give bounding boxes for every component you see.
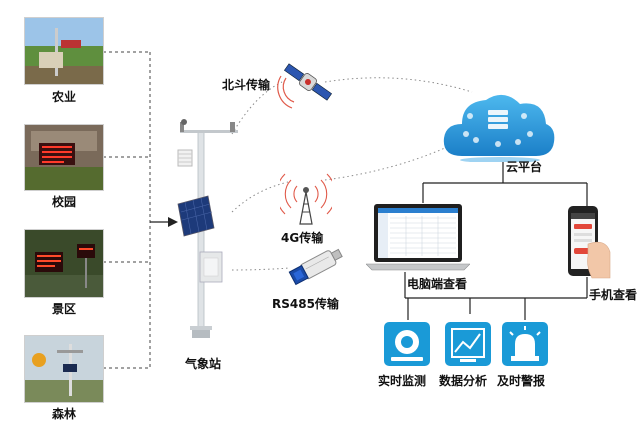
alarm-light-icon xyxy=(502,322,548,366)
g4-label: 4G传输 xyxy=(281,231,324,245)
station-label: 气象站 xyxy=(185,357,222,371)
forest-station-photo xyxy=(24,335,104,403)
scene-label-forest: 森林 xyxy=(52,407,77,421)
pc-view-label: 电脑端查看 xyxy=(407,277,468,291)
chart-icon xyxy=(445,322,491,366)
function-label-monitor: 实时监测 xyxy=(378,374,427,388)
cloud-label: 云平台 xyxy=(506,160,543,174)
satellite-icon xyxy=(277,63,333,109)
scene-label-scenic: 景区 xyxy=(52,302,77,316)
function-label-alarm: 及时警报 xyxy=(497,374,546,388)
function-label-analysis: 数据分析 xyxy=(439,374,488,388)
laptop-icon xyxy=(366,204,470,271)
scenic-led-photo xyxy=(24,229,104,298)
rs485-converter-icon xyxy=(288,248,343,286)
weather-station-icon xyxy=(177,119,238,338)
cloud-server-icon xyxy=(443,94,555,162)
beidou-label: 北斗传输 xyxy=(222,78,271,92)
camera-icon xyxy=(384,322,430,366)
tower-4g-icon xyxy=(280,173,332,225)
rs485-label: RS485传输 xyxy=(272,297,339,311)
mobile-phone-icon xyxy=(568,206,611,279)
scene-label-campus: 校园 xyxy=(52,195,77,209)
campus-led-photo xyxy=(24,124,104,191)
scene-label-farm: 农业 xyxy=(52,90,77,104)
mobile-view-label: 手机查看 xyxy=(589,288,638,302)
farm-photo xyxy=(24,17,104,85)
